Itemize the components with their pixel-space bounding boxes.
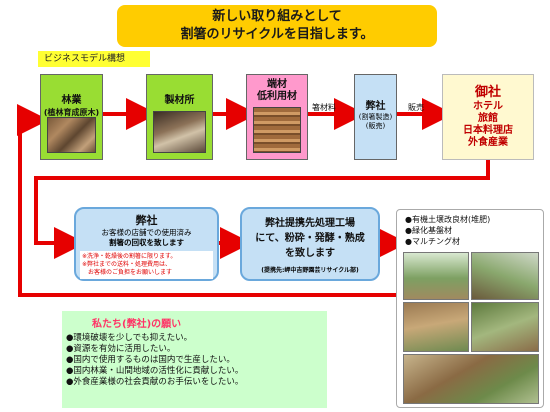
collection-note2: ※弊社までの送料・処理費用は、 — [82, 261, 172, 268]
chopstick-material-label: 箸材料 — [312, 103, 336, 112]
wish-item: ●国内で使用するものは国内で生産したい。 — [66, 355, 235, 365]
processing-line2: にて、粉砕・発酵・熟成 — [255, 233, 365, 244]
processing-line1: 弊社提携先処理工場 — [265, 218, 355, 229]
collection-note3: お客様のご負担をお願いします — [82, 269, 173, 276]
collection-title: 弊社 — [135, 214, 158, 227]
client-box: 御社 ホテル 旅館 日本料理店 外食産業 — [442, 74, 534, 160]
forestry-sub: (植林育成原木) — [43, 108, 100, 117]
result-item: ●緑化基盤材 — [405, 226, 452, 235]
client-sub-hotel: ホテル — [473, 101, 503, 112]
client-sub-japanese: 日本料理店 — [463, 125, 513, 136]
our-company-box: 弊社 (割箸製造) (販売) — [354, 74, 397, 160]
sawmill-box: 製材所 — [146, 74, 213, 160]
forestry-label: 林業 — [61, 95, 82, 106]
greening-photo-5 — [403, 354, 539, 404]
logs-photo — [47, 117, 96, 153]
client-label: 御社 — [474, 85, 501, 100]
wishes-title: 私たち(弊社)の願い — [92, 319, 182, 330]
collection-note1: ※洗浄・乾燥後の割箸に限ります。 — [82, 253, 177, 260]
wish-item: ●資源を有効に活用したい。 — [66, 344, 176, 354]
page-title: 新しい取り組みとして 割箸のリサイクルを目指します。 — [117, 5, 437, 47]
processing-note: (提携先:岬中吉野園芸リサイクル部) — [261, 267, 359, 274]
result-item: ●マルチング材 — [405, 237, 460, 246]
greening-photo-4 — [471, 302, 539, 352]
scrap-wood-box: 端材 低利用材 — [246, 74, 308, 160]
client-sub-ryokan: 旅館 — [478, 113, 498, 124]
our-wishes-box: 私たち(弊社)の願い ●環境破壊を少しでも抑えたい。 ●資源を有効に活用したい。… — [62, 311, 327, 408]
results-panel: ●有機土壌改良材(堆肥) ●緑化基盤材 ●マルチング材 — [396, 209, 544, 408]
arrow-client-to-collection — [34, 160, 490, 259]
forestry-box: 林業 (植林育成原木) — [40, 74, 103, 160]
business-model-label: ビジネスモデル構想 — [38, 51, 150, 67]
scrap-sub: 低利用材 — [257, 91, 297, 102]
collection-line1: お客様の店舗での使用済み — [101, 228, 192, 237]
title-line-2: 割箸のリサイクルを目指します。 — [180, 27, 374, 42]
greening-photo-2 — [471, 252, 539, 300]
our-company-sub2: (販売) — [365, 122, 386, 130]
wish-item: ●環境破壊を少しでも抑えたい。 — [66, 333, 193, 343]
arrow-results-to-forest — [17, 104, 396, 297]
wish-item: ●国内林業・山間地域の活性化に貢献したい。 — [66, 366, 244, 376]
client-sub-dining: 外食産業 — [468, 137, 508, 148]
wish-item: ●外食産業様の社会貢献のお手伝いをしたい。 — [66, 377, 244, 387]
sales-label: 販売 — [408, 103, 424, 112]
collection-line2: 割箸の回収を致します — [109, 238, 184, 247]
scrap-wood-photo — [253, 107, 301, 153]
greening-photo-1 — [403, 252, 469, 300]
our-company-label: 弊社 — [365, 101, 386, 112]
greening-photo-3 — [403, 302, 469, 352]
sawmill-photo — [153, 111, 206, 153]
processing-line3: を致します — [285, 248, 335, 259]
title-line-1: 新しい取り組みとして — [212, 9, 342, 24]
collection-box: 弊社 お客様の店舗での使用済み 割箸の回収を致します ※洗浄・乾燥後の割箸に限り… — [74, 207, 219, 281]
our-company-sub: (割箸製造) — [358, 113, 393, 121]
processing-box: 弊社提携先処理工場 にて、粉砕・発酵・熟成 を致します (提携先:岬中吉野園芸リ… — [240, 207, 380, 281]
sawmill-label: 製材所 — [164, 95, 195, 106]
scrap-label: 端材 — [267, 79, 287, 90]
result-item: ●有機土壌改良材(堆肥) — [405, 215, 491, 224]
